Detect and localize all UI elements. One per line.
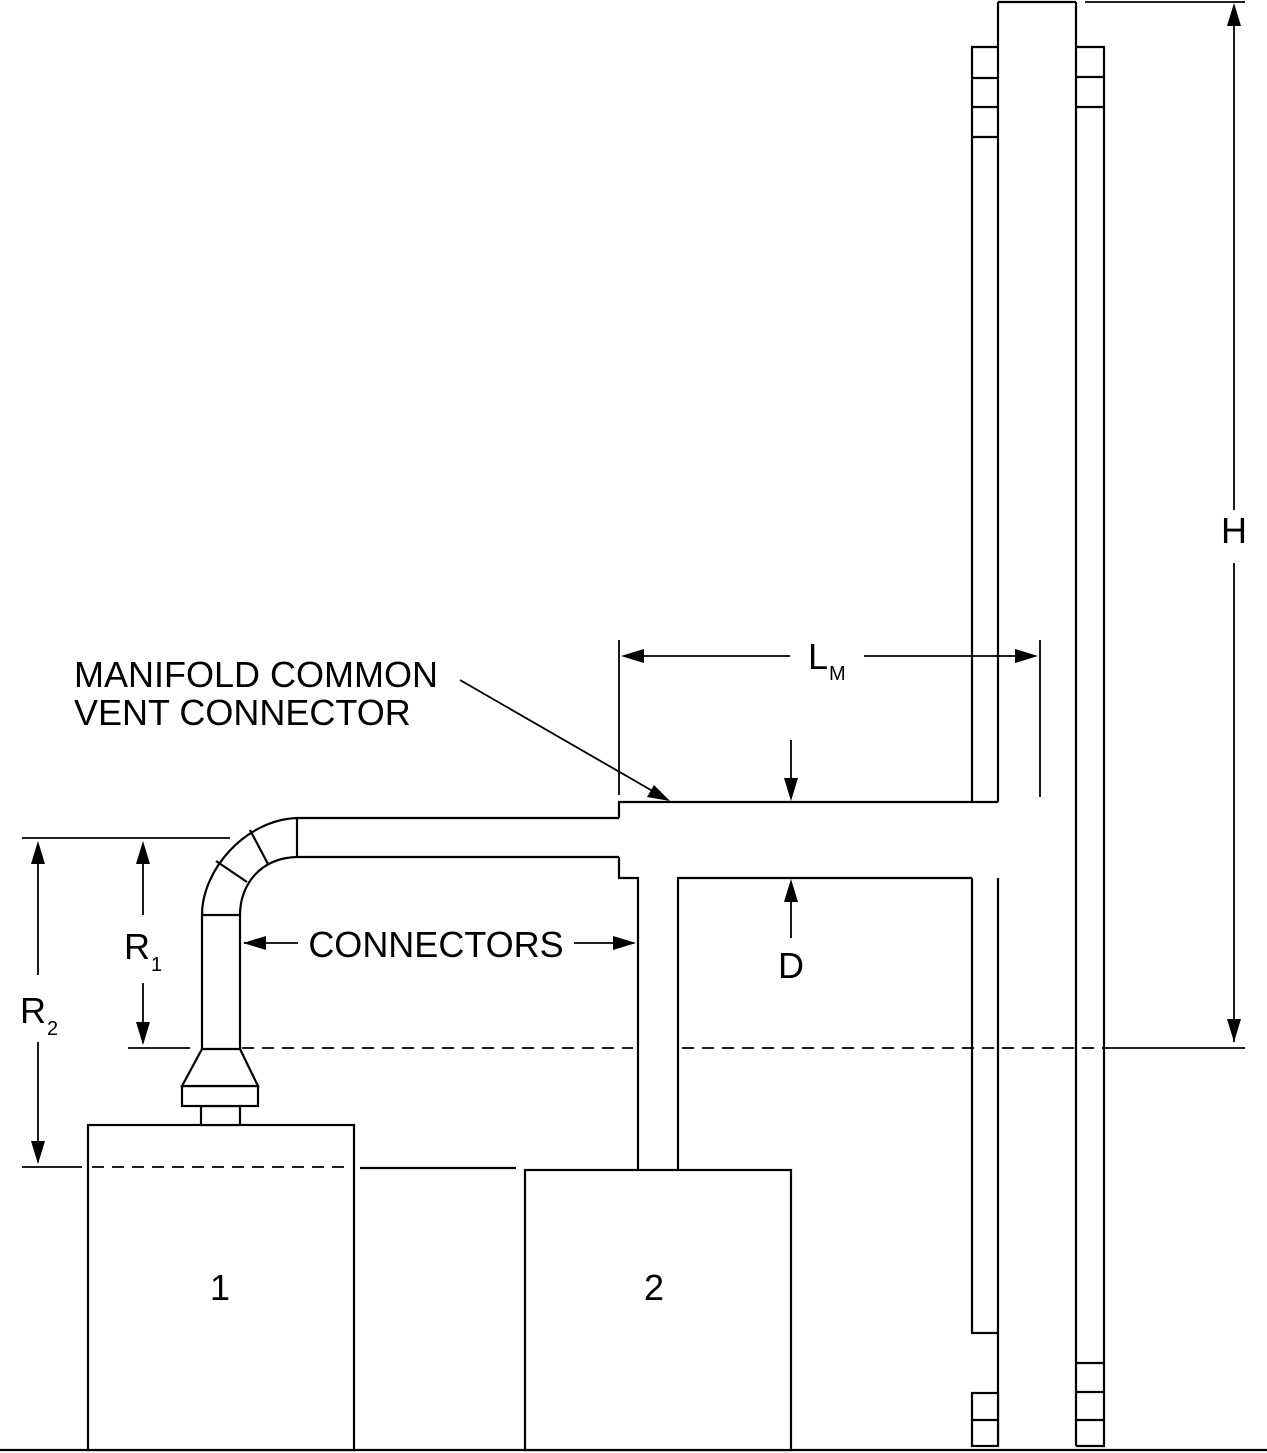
dimension-r2-label: R — [20, 990, 46, 1031]
connector-1-horizontal — [297, 816, 619, 859]
manifold-label-line1: MANIFOLD COMMON — [74, 654, 438, 695]
manifold-leader-arrow — [459, 679, 670, 801]
dimension-lm — [618, 640, 1041, 797]
dimension-lm-subscript: M — [829, 663, 846, 685]
dimension-connectors — [243, 936, 636, 950]
appliance-1-label: 1 — [210, 1267, 230, 1308]
dimension-r2 — [22, 841, 82, 1168]
dimension-r1 — [22, 837, 230, 1049]
vent-stack-left-liner — [970, 45, 1000, 1448]
manifold-label-line2: VENT CONNECTOR — [74, 692, 411, 733]
appliance-2-box — [523, 1168, 793, 1452]
draft-hood — [180, 1047, 260, 1127]
dimension-h — [1085, 1, 1245, 1042]
appliance-2-label: 2 — [644, 1267, 664, 1308]
manifold-common-vent-connector — [617, 800, 998, 1170]
dimension-h-label: H — [1221, 510, 1247, 551]
connector-1-elbow — [200, 816, 299, 917]
connector-1-riser — [200, 915, 242, 1049]
appliance-1-box — [86, 1123, 356, 1452]
dimension-r1-subscript: 1 — [151, 954, 162, 976]
dimension-d — [784, 740, 798, 938]
dimension-r2-subscript: 2 — [47, 1018, 58, 1040]
dimension-d-label: D — [778, 945, 804, 986]
vent-stack-inner — [996, 0, 1078, 1446]
vent-stack-right-liner — [1076, 45, 1106, 1448]
dimension-lm-label: L — [808, 636, 828, 677]
dimension-connectors-label: CONNECTORS — [308, 924, 563, 965]
dimension-r1-label: R — [124, 926, 150, 967]
